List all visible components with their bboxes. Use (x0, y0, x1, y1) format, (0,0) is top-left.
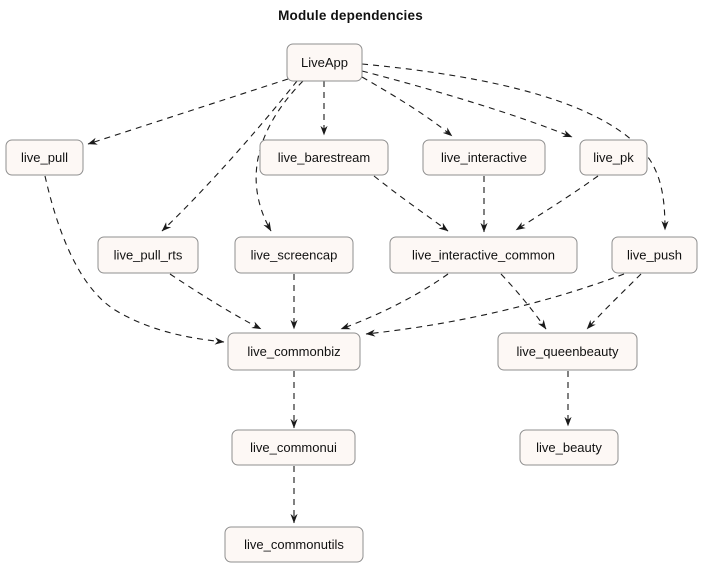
node-label-live_commonui: live_commonui (250, 440, 337, 455)
nodes-layer: LiveApp live_pull live_barestream live_inte… (5, 43, 698, 563)
node-box-live_commonbiz (227, 332, 361, 371)
node-live_queenbeauty: live_queenbeauty (497, 332, 638, 371)
node-live_screencap: live_screencap (234, 236, 354, 274)
node-label-live_interactive_common: live_interactive_common (412, 248, 555, 263)
node-box-live_push (611, 236, 698, 274)
node-label-live_pk: live_pk (593, 150, 634, 165)
node-live_commonui: live_commonui (231, 429, 356, 466)
node-live_interactive_common: live_interactive_common (389, 236, 578, 274)
node-live_push: live_push (611, 236, 698, 274)
edge-LiveApp-to-live_pull (87, 78, 289, 145)
node-box-live_interactive (422, 139, 546, 176)
node-live_pull_rts: live_pull_rts (97, 236, 199, 274)
edge-LiveApp-to-live_pull_rts (161, 80, 298, 232)
diagram-title: Module dependencies (278, 8, 423, 23)
node-box-live_beauty (519, 429, 619, 466)
node-box-live_barestream (259, 139, 389, 176)
node-live_pk: live_pk (579, 139, 648, 176)
node-live_interactive: live_interactive (422, 139, 546, 176)
node-label-live_commonbiz: live_commonbiz (247, 344, 340, 359)
node-label-live_commonutils: live_commonutils (244, 537, 344, 552)
edge-live_interactive_common-to-live_commonbiz (340, 273, 449, 330)
node-label-live_push: live_push (627, 248, 682, 263)
edge-live_push-to-live_commonbiz (365, 273, 625, 337)
node-box-live_commonutils (224, 526, 364, 563)
node-label-live_interactive: live_interactive (441, 150, 527, 165)
node-label-live_pull_rts: live_pull_rts (114, 248, 183, 263)
edge-LiveApp-to-live_screencap (255, 80, 304, 232)
node-label-live_pull: live_pull (21, 150, 68, 165)
edges-layer (44, 63, 669, 524)
node-box-live_pk (579, 139, 648, 176)
node-box-live_pull_rts (97, 236, 199, 274)
edge-live_push-to-live_queenbeauty (586, 273, 642, 330)
node-label-live_beauty: live_beauty (536, 440, 602, 455)
edge-LiveApp-to-live_pk (361, 70, 573, 138)
node-box-live_pull (5, 139, 84, 176)
node-live_pull: live_pull (5, 139, 84, 176)
edge-LiveApp-to-live_push (361, 63, 669, 231)
node-live_barestream: live_barestream (259, 139, 389, 176)
node-box-live_commonui (231, 429, 356, 466)
edge-live_interactive_common-to-live_queenbeauty (500, 273, 547, 330)
node-label-live_barestream: live_barestream (278, 150, 371, 165)
node-live_commonutils: live_commonutils (224, 526, 364, 563)
node-box-LiveApp (286, 43, 363, 82)
node-LiveApp: LiveApp (286, 43, 363, 82)
node-label-LiveApp: LiveApp (301, 55, 348, 70)
edge-LiveApp-to-live_interactive (361, 76, 453, 137)
edge-live_pull-to-live_commonbiz (44, 175, 225, 345)
node-box-live_interactive_common (389, 236, 578, 274)
node-box-live_queenbeauty (497, 332, 638, 371)
edge-live_pull_rts-to-live_commonbiz (169, 273, 262, 330)
node-live_commonbiz: live_commonbiz (227, 332, 361, 371)
node-live_beauty: live_beauty (519, 429, 619, 466)
edge-live_pk-to-live_interactive_common (515, 175, 599, 231)
node-box-live_screencap (234, 236, 354, 274)
node-label-live_queenbeauty: live_queenbeauty (517, 344, 619, 359)
edge-live_barestream-to-live_interactive_common (373, 175, 449, 232)
node-label-live_screencap: live_screencap (251, 248, 338, 263)
